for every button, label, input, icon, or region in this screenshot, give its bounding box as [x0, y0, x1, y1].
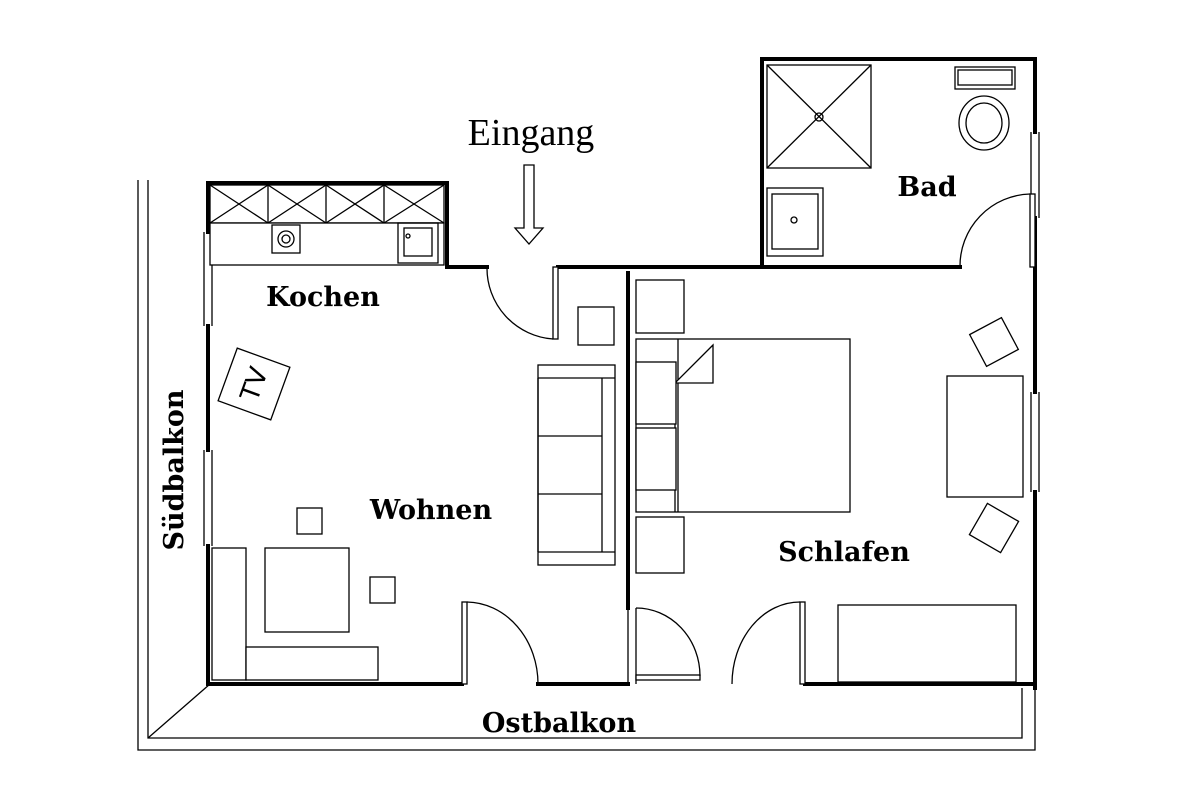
dining-table	[264, 547, 350, 633]
room-label-bedroom: Schlafen	[778, 537, 910, 568]
entrance-door	[486, 266, 559, 340]
balcony-label-south: Südbalkon	[159, 389, 190, 550]
chair-top	[968, 316, 1020, 368]
corner-bench	[211, 547, 379, 681]
kitchen-counter	[209, 222, 445, 266]
sink-icon	[397, 222, 439, 264]
stool-left	[296, 507, 323, 535]
bath-door	[959, 193, 1036, 268]
entrance-label: Eingang	[468, 112, 595, 154]
nightstand-top	[635, 361, 677, 425]
bedroom-door	[731, 601, 806, 685]
kitchen-cabinets	[209, 184, 445, 224]
shower	[766, 64, 872, 169]
toilet-icon	[954, 66, 1016, 151]
stove-icon	[271, 224, 301, 254]
shelf-top	[635, 279, 685, 334]
stool-right	[369, 576, 396, 604]
living-door	[461, 601, 539, 685]
sofa	[537, 364, 616, 566]
balcony-outline	[137, 180, 1036, 751]
tv-unit: TV	[217, 347, 291, 421]
entrance-arrow-icon	[513, 164, 545, 245]
doors	[461, 193, 1036, 685]
bedroom-inner-door	[635, 607, 701, 681]
washbasin-icon	[766, 187, 824, 257]
shelf-bottom	[635, 516, 685, 574]
stool-top	[577, 306, 615, 346]
room-label-living: Wohnen	[369, 495, 493, 526]
windows	[203, 132, 1040, 684]
room-label-bath: Bad	[897, 172, 956, 203]
nightstand-bottom	[635, 427, 677, 491]
wardrobe	[837, 604, 1017, 683]
balcony-label-east: Ostbalkon	[482, 708, 637, 739]
chair-bottom	[968, 502, 1020, 554]
desk	[946, 375, 1024, 498]
room-label-kitchen: Kochen	[266, 282, 380, 313]
